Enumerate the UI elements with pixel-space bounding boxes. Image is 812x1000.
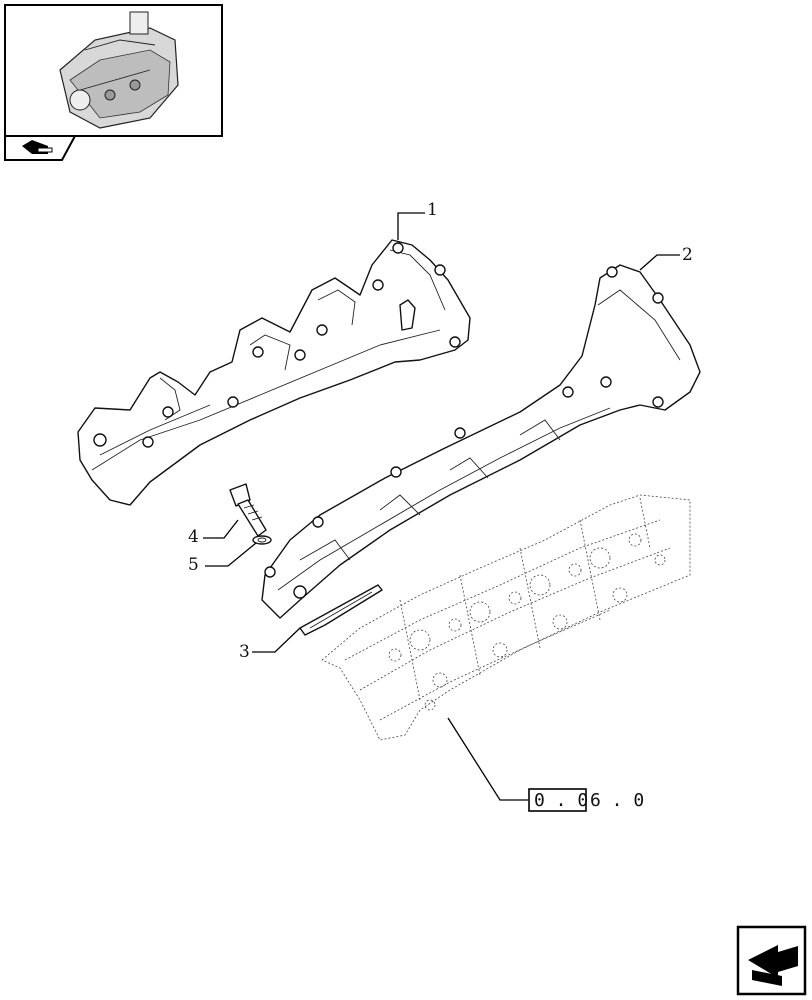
callout-4: 4 [188,527,199,547]
leader-4 [203,519,239,539]
callout-2: 2 [682,245,693,265]
next-page-button[interactable] [736,925,807,996]
engine-thumbnail-icon [59,11,179,129]
reference-tail: 6 . 0 [590,790,644,811]
previous-page-tab[interactable] [4,135,77,161]
gasket [299,584,383,636]
callout-1: 1 [427,200,438,220]
washer [252,535,272,545]
callout-3: 3 [239,642,250,662]
reference-boxed: 0 . 0 [534,790,588,811]
cylinder-head [321,494,691,741]
leader-ref [447,717,528,801]
section-reference[interactable]: 0 . 0 6 . 0 [528,788,644,812]
engine-thumbnail[interactable] [4,4,223,137]
previous-page-icon [22,140,53,154]
next-page-arrow-icon [748,945,798,986]
leader-2 [639,254,680,271]
leader-3 [252,627,301,653]
exhaust-manifold-rear [77,239,471,506]
leader-5 [205,542,257,567]
callout-5: 5 [188,555,199,575]
leader-1 [397,212,425,240]
exhaust-manifold-front [261,264,701,619]
screw [229,483,267,537]
